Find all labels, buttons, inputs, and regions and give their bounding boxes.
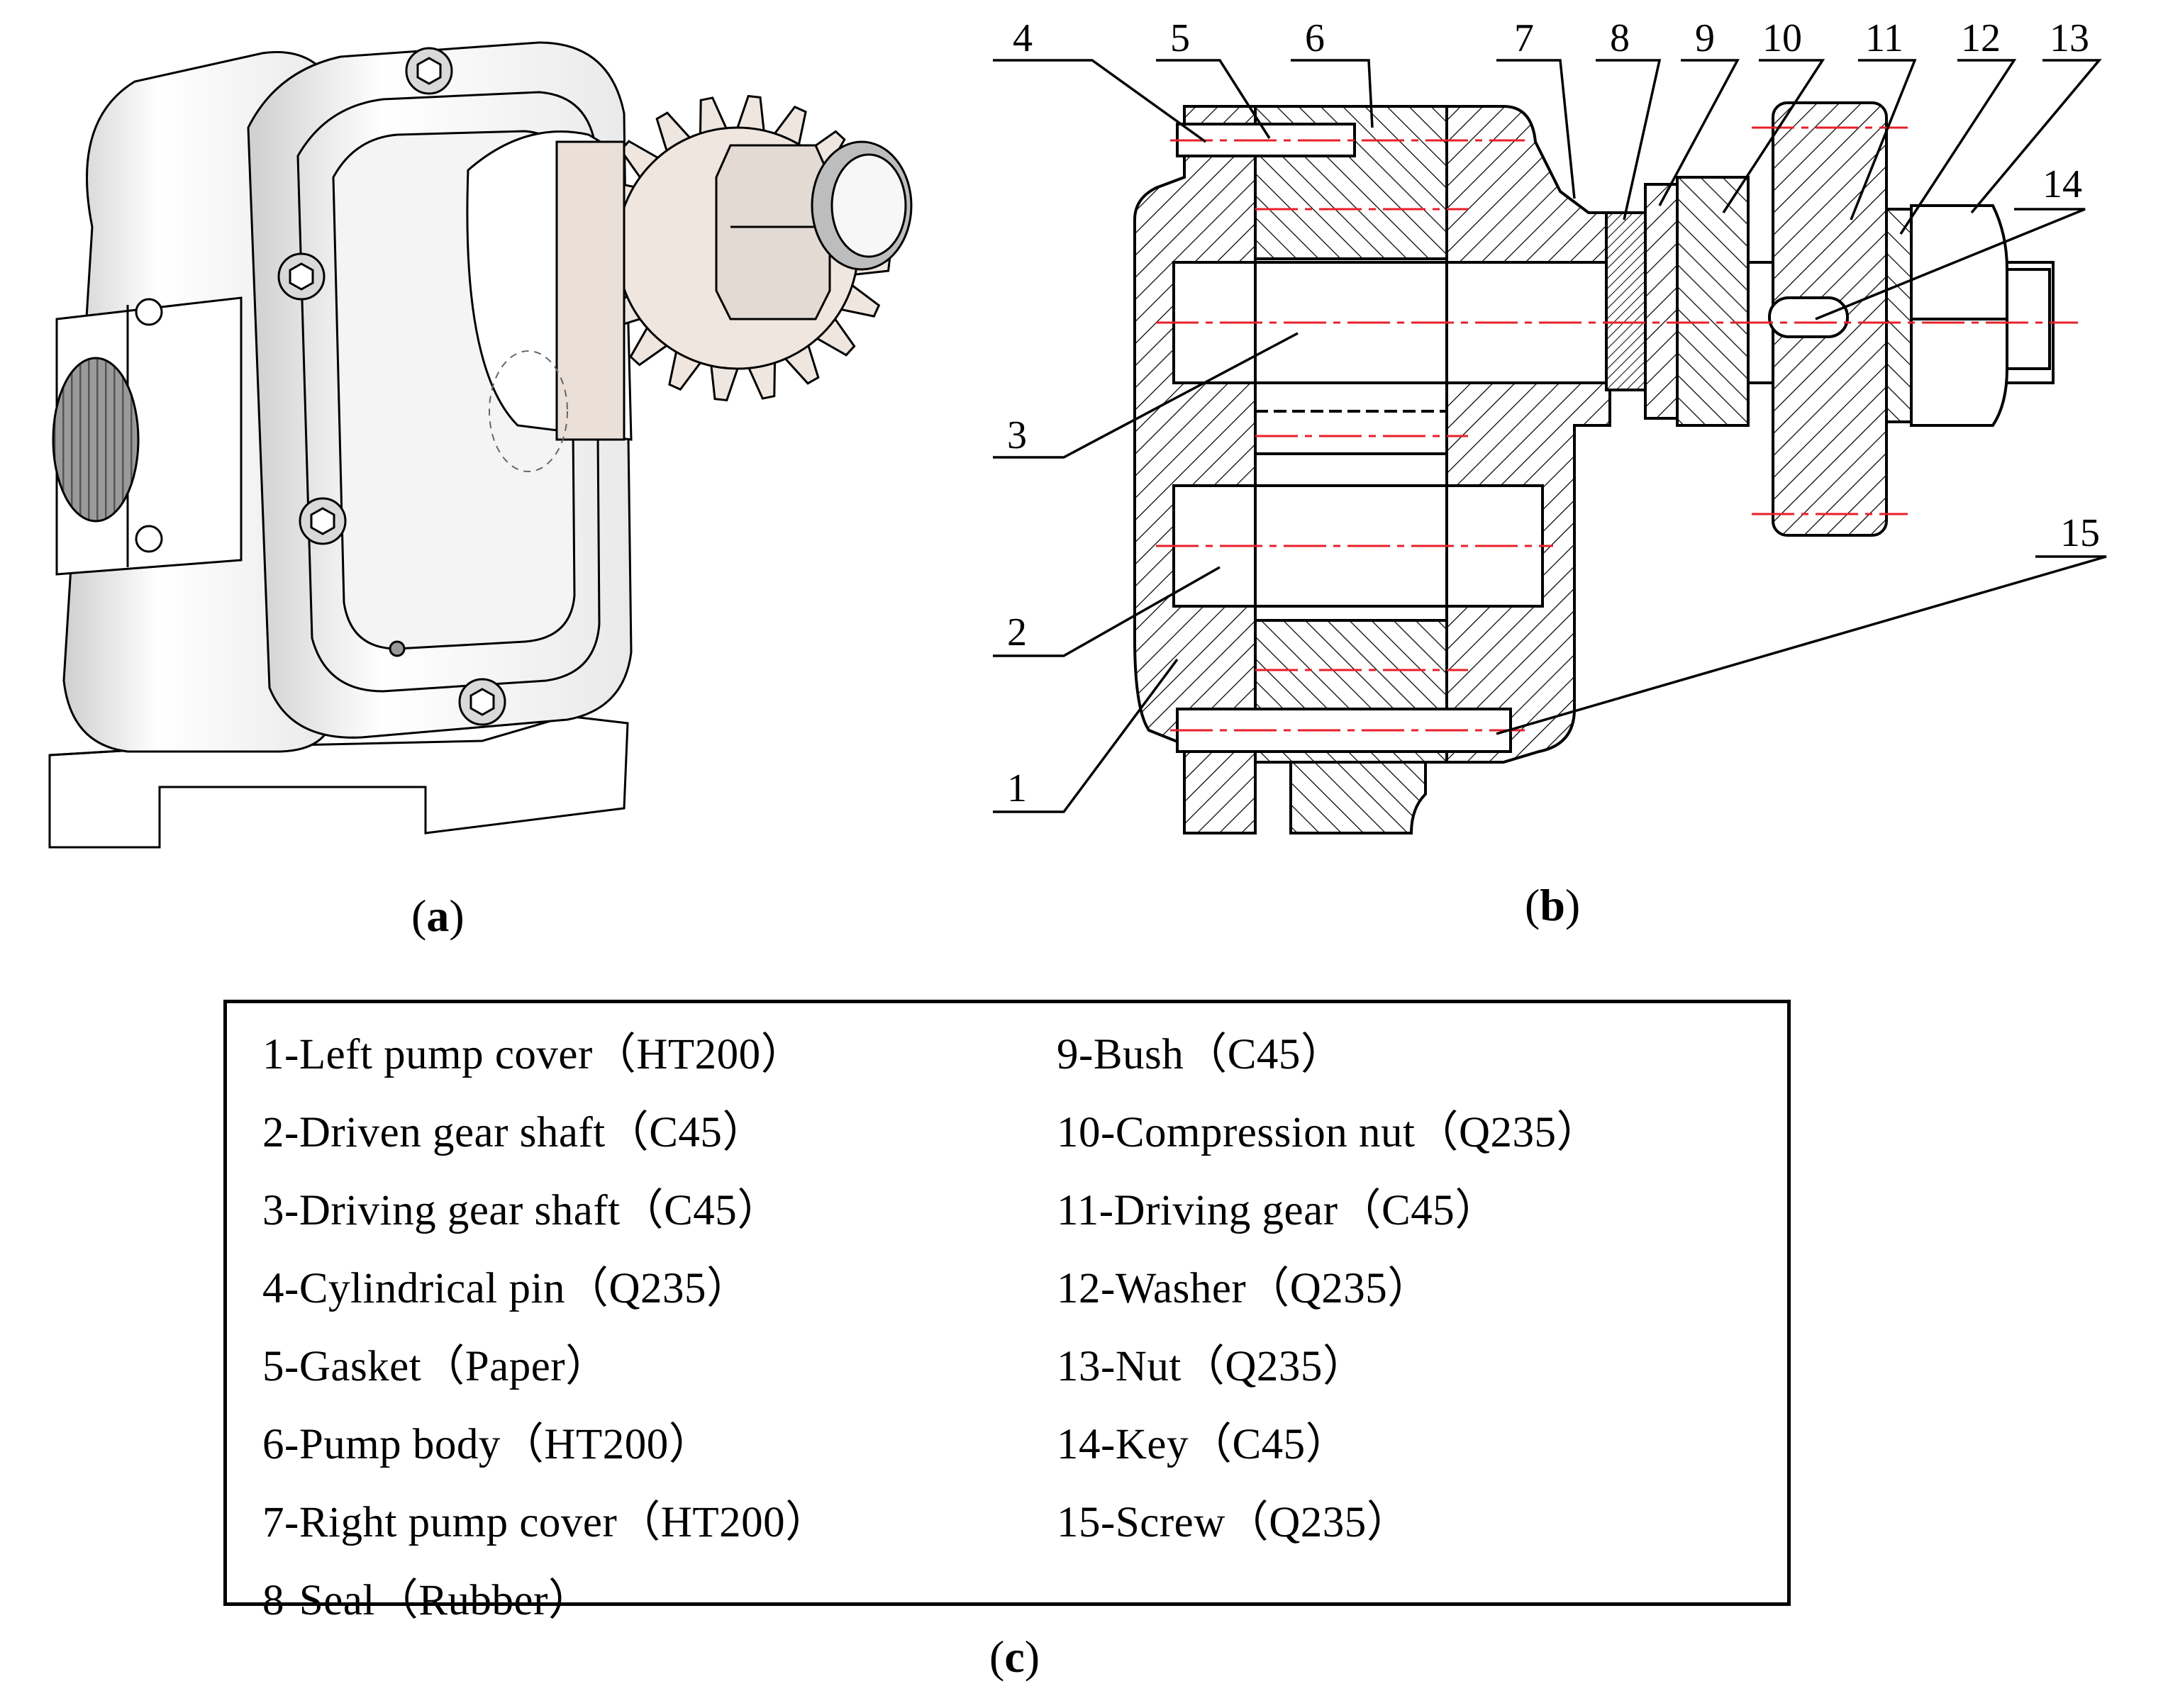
- callout-10: 10: [1762, 16, 1802, 60]
- hex-socket-screw-icon: [458, 678, 506, 726]
- callout-7: 7: [1514, 16, 1534, 60]
- bush: [1644, 183, 1679, 420]
- callout-11: 11: [1865, 16, 1903, 60]
- callout-5: 5: [1170, 16, 1190, 60]
- key: [1768, 296, 1849, 338]
- driving-gear: [466, 94, 913, 441]
- legend-item: 13-Nut（Q235）: [1057, 1343, 1367, 1390]
- legend-left-column: 1-Left pump cover（HT200） 2-Driven gear s…: [262, 1016, 829, 1640]
- cross-section-drawing: 4 5 6 7 8 9 10 11 12 13 14 3 2 15 1: [993, 16, 2107, 835]
- callout-1: 1: [1007, 766, 1027, 810]
- hex-socket-screw-icon: [299, 497, 347, 545]
- callout-2: 2: [1007, 610, 1027, 654]
- legend-item: 11-Driving gear（C45）: [1057, 1187, 1499, 1234]
- panel-label-c: (c): [989, 1631, 1040, 1682]
- hidden-detail-circle: [489, 350, 568, 472]
- legend-item: 14-Key（C45）: [1057, 1421, 1350, 1468]
- legend-item: 7-Right pump cover（HT200）: [262, 1499, 829, 1546]
- callout-15: 15: [2060, 511, 2100, 555]
- cover-screws: [277, 47, 506, 726]
- shaft-nut: [715, 140, 913, 320]
- legend-item: 12-Washer（Q235）: [1057, 1265, 1431, 1312]
- washer: [1885, 208, 1913, 423]
- compression-nut: [1676, 176, 1750, 427]
- legend-item: 2-Driven gear shaft（C45）: [262, 1109, 766, 1156]
- hex-socket-screw-icon: [405, 47, 453, 95]
- callout-4: 4: [1013, 16, 1033, 60]
- hex-socket-screw-icon: [277, 252, 326, 301]
- legend-right-column: 9-Bush（C45） 10-Compression nut（Q235） 11-…: [1057, 1016, 1600, 1562]
- parts-legend: 1-Left pump cover（HT200） 2-Driven gear s…: [223, 1000, 1791, 1624]
- isometric-pump-view: [48, 41, 913, 849]
- right-pump-cover: [1445, 105, 1611, 764]
- callout-9: 9: [1695, 16, 1715, 60]
- panel-label-b: (b): [1525, 880, 1581, 930]
- legend-item: 10-Compression nut（Q235）: [1057, 1109, 1601, 1156]
- legend-item: 8-Seal（Rubber）: [262, 1577, 592, 1624]
- legend-item: 3-Driving gear shaft（C45）: [262, 1187, 781, 1234]
- callout-12: 12: [1961, 16, 2001, 60]
- callout-6: 6: [1305, 16, 1325, 60]
- panel-label-a: (a): [411, 891, 465, 941]
- centerlines: [1156, 126, 2078, 732]
- callout-3: 3: [1007, 413, 1027, 457]
- legend-item: 6-Pump body（HT200）: [262, 1421, 713, 1468]
- callout-8: 8: [1610, 16, 1630, 60]
- bottom-boss: [1289, 761, 1427, 835]
- legend-item: 9-Bush（C45）: [1057, 1031, 1345, 1078]
- legend-item: 15-Screw（Q235）: [1057, 1499, 1411, 1546]
- legend-item: 4-Cylindrical pin（Q235）: [262, 1265, 750, 1312]
- callout-labels: 4 5 6 7 8 9 10 11 12 13 14 3 2 15 1: [1007, 16, 2100, 810]
- legend-item: 1-Left pump cover（HT200）: [262, 1031, 805, 1078]
- leader-lines: [993, 59, 2107, 813]
- threaded-port: [52, 357, 140, 523]
- callout-14: 14: [2042, 162, 2082, 206]
- legend-item: 5-Gasket（Paper）: [262, 1343, 609, 1390]
- seal: [1605, 211, 1647, 391]
- nut: [1910, 204, 2008, 427]
- callout-13: 13: [2050, 16, 2089, 60]
